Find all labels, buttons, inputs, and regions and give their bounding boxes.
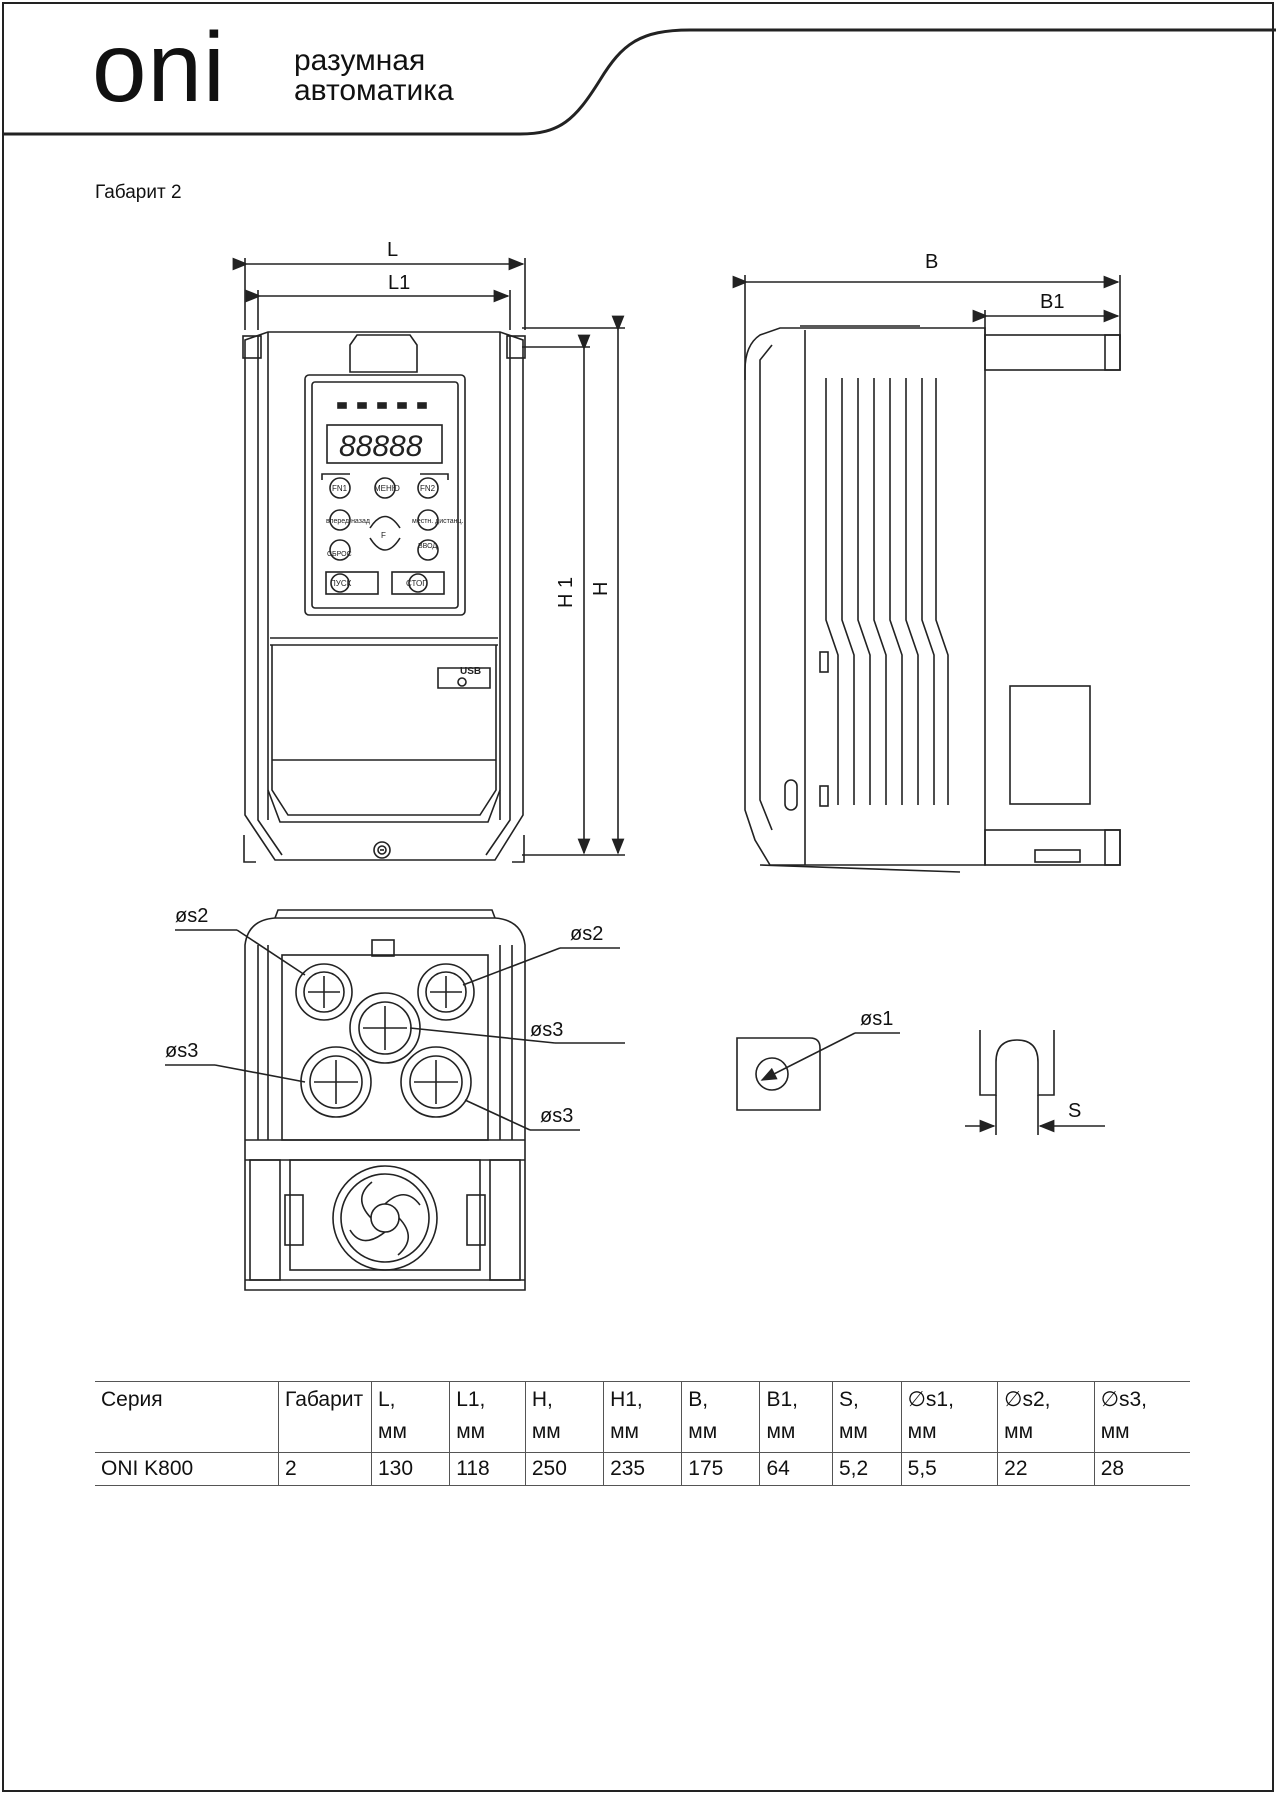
key-f: F [381,531,386,540]
bottom-view [244,909,526,1291]
cell-l1: 118 [449,1452,526,1486]
cell-h: 250 [524,1452,604,1486]
table-row: ONI K800 2 130 118 250 235 175 64 5,2 5,… [95,1452,1190,1486]
col-h: H,мм [524,1381,604,1453]
header-band [4,28,1276,136]
label-s2-right: øs2 [570,923,603,945]
col-b: B,мм [681,1381,760,1453]
cell-series: ONI K800 [101,1457,194,1480]
table-header-row: Серия Габарит L,мм L1,мм H,мм H1,мм B,мм… [95,1381,1190,1453]
col-s2: ∅s2,мм [997,1381,1095,1453]
label-s1: øs1 [860,1008,893,1030]
vent-slots [825,378,949,805]
cell-s2: 22 [997,1452,1095,1486]
key-fwd: вперед назад [326,518,370,525]
side-view [732,275,1121,873]
slot-detail [965,1030,1105,1135]
dimensions-table: Серия Габарит L,мм L1,мм H,мм H1,мм B,мм… [95,1381,1190,1486]
dim-l: L [387,239,398,261]
col-h1: H1,мм [603,1381,682,1453]
dim-b: B [925,251,938,273]
key-enter: ВВОД [418,543,437,550]
dim-h1: H 1 [555,577,577,608]
dim-l1: L1 [388,272,410,294]
col-s: S,мм [831,1381,902,1453]
cell-s: 5,2 [831,1452,902,1486]
label-s: S [1068,1100,1081,1122]
key-fn1: FN1 [332,484,348,493]
display-digits: 88888 [339,430,423,463]
col-s3: ∅s3,мм [1093,1381,1190,1453]
col-s1: ∅s1,мм [900,1381,998,1453]
dim-h: H [590,582,612,596]
size-label: Габарит 2 [95,182,182,203]
cell-size: 2 [278,1452,372,1486]
label-s3-right: øs3 [540,1105,573,1127]
cell-s3: 28 [1093,1452,1190,1486]
col-b1: B1,мм [759,1381,833,1453]
cell-s1: 5,5 [900,1452,998,1486]
key-local: местн. дистанц. [412,518,464,525]
brand-logo: oni [92,12,226,122]
hole-detail [736,1032,900,1111]
key-menu: МЕНЮ [374,484,400,493]
cell-b1: 64 [759,1452,833,1486]
cell-l: 130 [370,1452,450,1486]
key-start: ПУСК [330,579,352,588]
cell-h1: 235 [603,1452,682,1486]
col-size: Габарит [278,1381,372,1453]
label-s2-left: øs2 [175,905,208,927]
label-s3-center: øs3 [530,1019,563,1041]
technical-drawing: 88888 FN1 МЕНЮ FN2 вперед назад местн. д… [165,239,1121,1291]
col-series: Серия [101,1388,163,1411]
key-reset: СБРОС [327,551,352,558]
col-l1: L1,мм [449,1381,526,1453]
cable-glands [295,963,475,1118]
tagline-line1: разумная [294,44,426,77]
tagline-line2: автоматика [294,74,454,107]
front-view [232,257,625,863]
brand-tagline: разумная автоматика [294,46,454,106]
usb-label: USB [460,666,481,677]
dim-b1: B1 [1040,291,1064,313]
label-s3-left: øs3 [165,1040,198,1062]
key-fn2: FN2 [420,484,436,493]
col-l: L,мм [370,1381,450,1453]
key-stop: СТОП [406,579,428,588]
status-leds [337,402,427,409]
cell-b: 175 [681,1452,760,1486]
